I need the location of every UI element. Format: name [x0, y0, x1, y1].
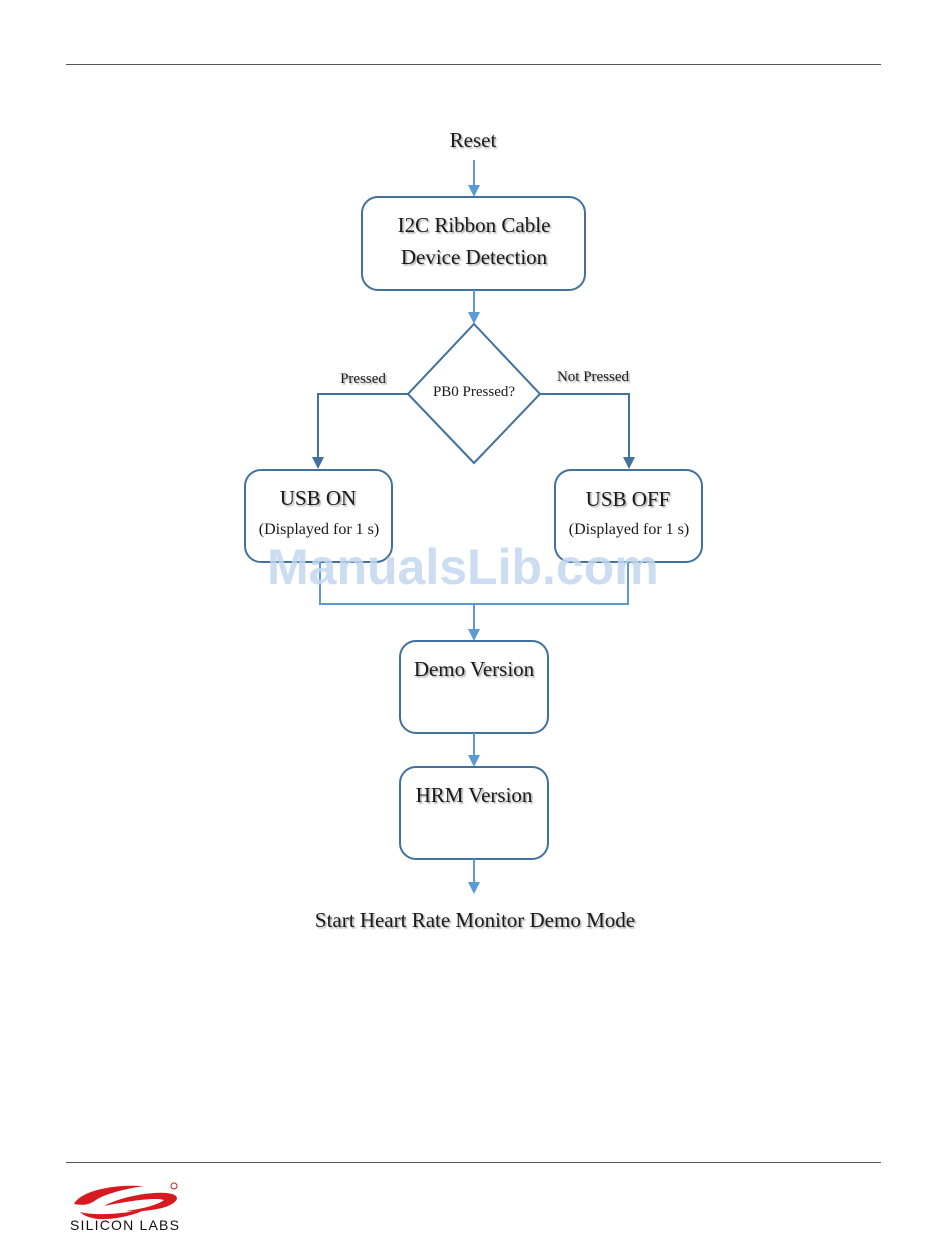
demo-version-label: Demo Version — [414, 657, 534, 682]
decision-label: PB0 Pressed? — [433, 384, 515, 401]
detect-box-line2: Device Detection — [401, 245, 547, 270]
not-pressed-label: Not Pressed — [557, 369, 629, 386]
branch-not-pressed — [540, 394, 629, 467]
usb-on-sub: (Displayed for 1 s) — [259, 521, 379, 539]
detect-box — [362, 197, 585, 290]
end-label: Start Heart Rate Monitor Demo Mode — [315, 908, 635, 933]
branch-pressed — [318, 394, 408, 467]
usb-off-title: USB OFF — [586, 487, 671, 512]
pressed-label: Pressed — [340, 371, 386, 388]
reset-label: Reset — [450, 128, 497, 153]
hrm-version-box — [400, 767, 548, 859]
hrm-version-label: HRM Version — [416, 783, 533, 808]
demo-version-box — [400, 641, 548, 733]
usb-off-sub: (Displayed for 1 s) — [569, 521, 689, 539]
watermark: ManualsLib.com — [267, 538, 659, 596]
logo-text: SILICON LABS — [70, 1217, 180, 1233]
usb-on-title: USB ON — [280, 486, 356, 511]
footer-rule — [66, 1162, 881, 1163]
detect-box-line1: I2C Ribbon Cable — [398, 213, 551, 238]
